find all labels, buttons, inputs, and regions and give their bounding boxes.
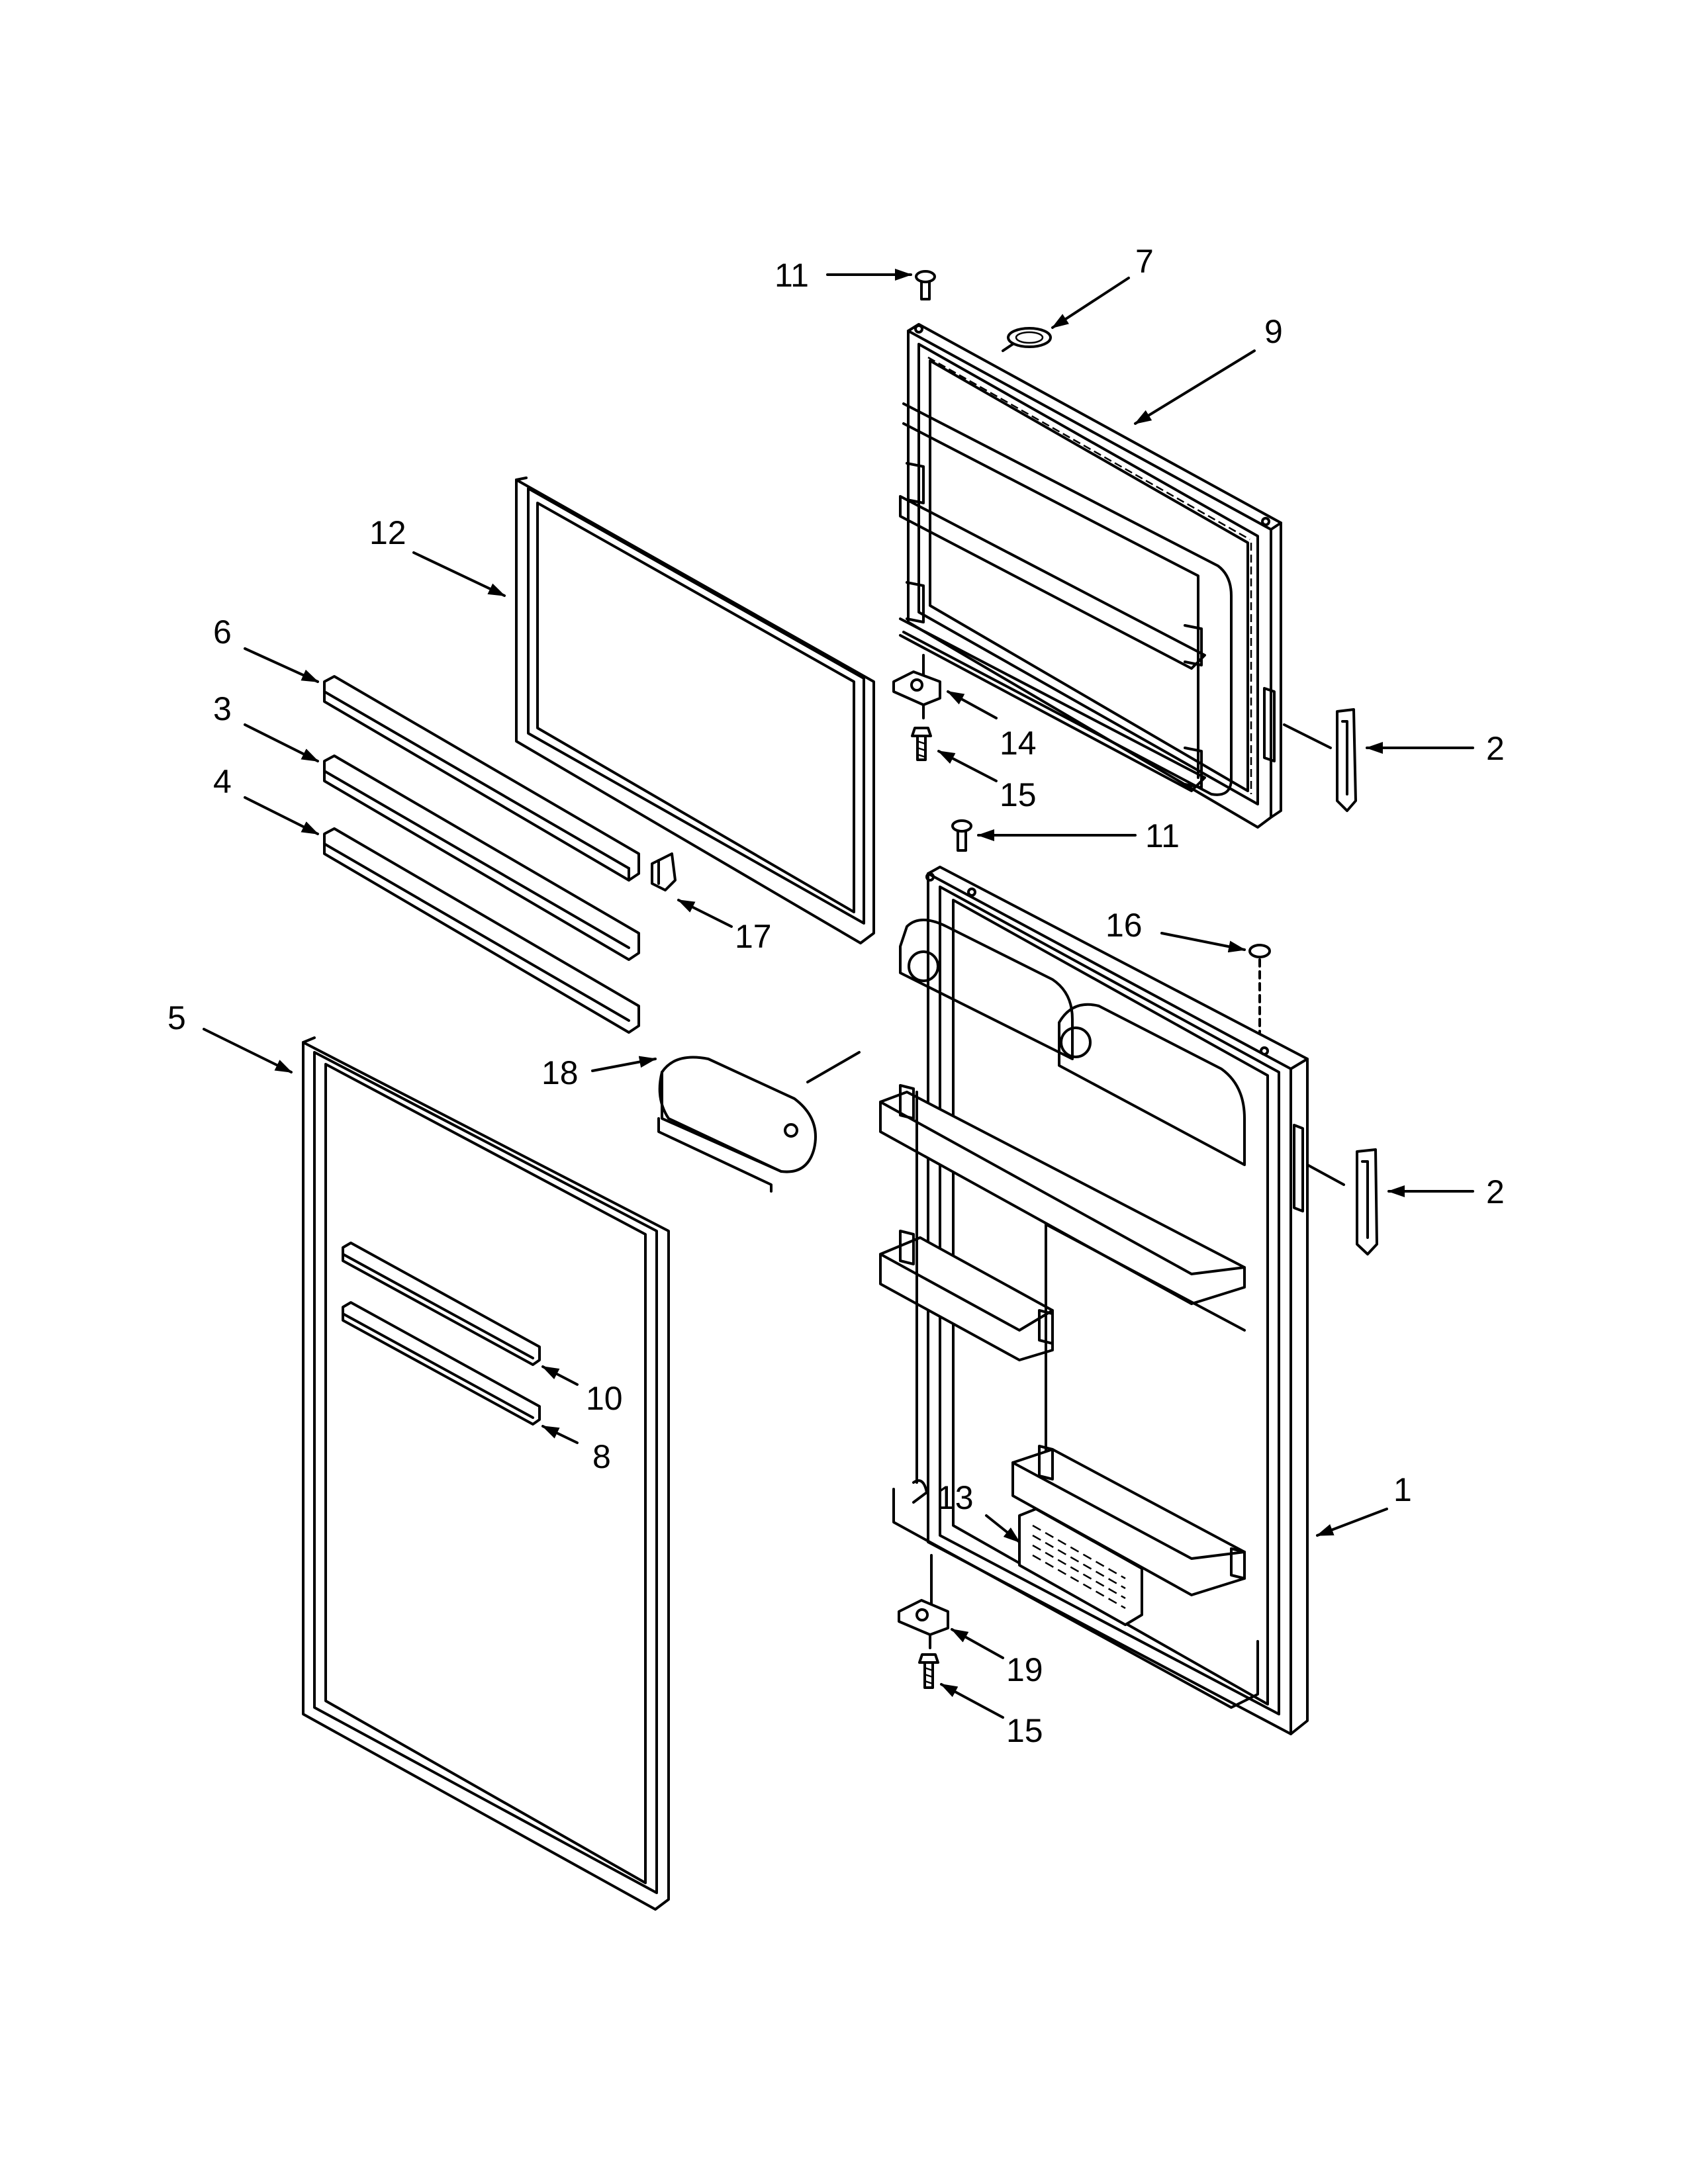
callout-6: 6	[213, 614, 232, 651]
hinge-cap-7	[1002, 327, 1052, 352]
callout-18: 18	[541, 1054, 579, 1091]
screw-15-lower	[918, 1653, 939, 1689]
vent-13	[1018, 1508, 1143, 1626]
clip-17	[651, 852, 677, 891]
callout-8: 8	[592, 1438, 611, 1475]
handle-2-lower	[1306, 1148, 1378, 1255]
callout-17: 17	[735, 918, 772, 955]
trim-strip-3	[323, 754, 640, 961]
hinge-14	[892, 654, 941, 719]
callout-11-lower: 11	[1145, 817, 1180, 854]
hinge-19	[898, 1554, 949, 1649]
callout-14: 14	[1000, 725, 1037, 762]
callout-9: 9	[1264, 313, 1283, 350]
callout-4: 4	[213, 763, 232, 800]
trim-strip-8	[342, 1301, 541, 1426]
callout-1: 1	[1393, 1471, 1412, 1508]
callout-15-lower: 15	[1006, 1712, 1043, 1749]
gasket-12-freezer	[515, 477, 875, 944]
screw-11-top	[915, 270, 936, 300]
trim-strip-4	[323, 827, 640, 1034]
callout-16: 16	[1105, 907, 1143, 944]
cover-18	[657, 1051, 861, 1193]
callout-7: 7	[1135, 243, 1154, 280]
callout-10: 10	[586, 1380, 623, 1417]
callout-2-upper: 2	[1486, 730, 1505, 767]
trim-strip-6	[323, 675, 640, 882]
handle-2-upper	[1283, 708, 1357, 812]
freezer-door	[899, 323, 1282, 829]
screw-15-upper	[911, 727, 932, 761]
callout-12: 12	[369, 514, 406, 551]
callout-13: 13	[937, 1479, 974, 1516]
callout-15-upper: 15	[1000, 776, 1037, 813]
gasket-5-fresh-food	[302, 1036, 670, 1911]
callout-2-lower: 2	[1486, 1173, 1505, 1210]
plug-16	[1248, 944, 1271, 1034]
callout-3: 3	[213, 690, 232, 727]
callout-19: 19	[1006, 1651, 1043, 1688]
trim-strip-10	[342, 1242, 541, 1366]
callout-11-top: 11	[774, 257, 809, 294]
leader-lines	[203, 269, 1474, 1719]
callout-labels: 11 7 9 12 6 3 4 14 15 2 11 17 16 5 18 2 …	[167, 243, 1505, 1749]
screw-11-lower	[951, 819, 972, 852]
callout-5: 5	[167, 999, 186, 1036]
